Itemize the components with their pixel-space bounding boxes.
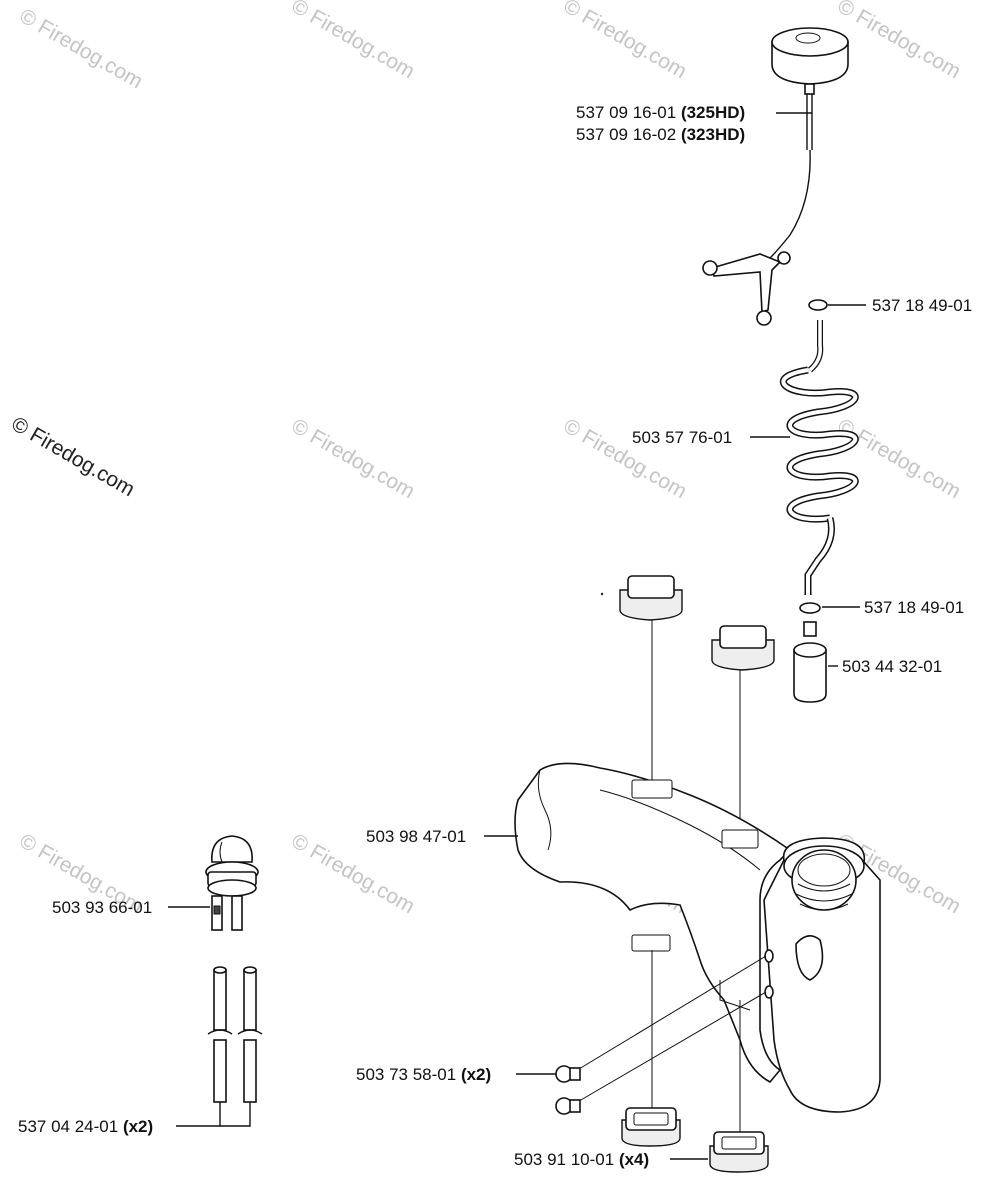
fuel-hose bbox=[779, 320, 859, 595]
damper-upper-left bbox=[619, 575, 683, 621]
fuel-cap bbox=[702, 27, 849, 326]
fuel-tank bbox=[514, 762, 881, 1113]
label-primer: 503 93 66-01 bbox=[52, 898, 152, 917]
fuel-pipes bbox=[207, 966, 263, 1127]
watermark: © Firedog.com bbox=[560, 0, 691, 83]
label-damper: 503 91 10-01 (x4) bbox=[514, 1150, 649, 1169]
fuel-filter bbox=[793, 621, 827, 703]
label-ring-top: 537 18 49-01 bbox=[872, 296, 972, 315]
label-filter: 503 44 32-01 bbox=[842, 657, 942, 676]
screws bbox=[555, 955, 767, 1115]
watermark: © Firedog.com bbox=[16, 4, 147, 93]
o-ring-bottom bbox=[799, 602, 821, 614]
watermark-main: © Firedog.com bbox=[8, 412, 139, 501]
watermark: © Firedog.com bbox=[288, 414, 419, 503]
watermarks: © Firedog.com © Firedog.com © Firedog.co… bbox=[8, 0, 965, 918]
damper-lower-left bbox=[621, 1107, 681, 1147]
damper-upper-right bbox=[711, 625, 775, 671]
dot bbox=[600, 592, 604, 596]
label-ring-bottom: 537 18 49-01 bbox=[864, 598, 964, 617]
o-ring-top bbox=[808, 299, 828, 311]
label-tank: 503 98 47-01 bbox=[366, 827, 466, 846]
primer-bulb bbox=[205, 835, 259, 931]
label-pipe: 537 04 24-01 (x2) bbox=[18, 1117, 153, 1136]
watermark: © Firedog.com bbox=[834, 414, 965, 503]
damper-lower-right bbox=[709, 1131, 769, 1173]
label-hose: 503 57 76-01 bbox=[632, 428, 732, 447]
watermark: © Firedog.com bbox=[288, 0, 419, 83]
label-cap-a: 537 09 16-01 (325HD) bbox=[576, 103, 745, 122]
label-cap-b: 537 09 16-02 (323HD) bbox=[576, 125, 745, 144]
label-screw: 503 73 58-01 (x2) bbox=[356, 1065, 491, 1084]
watermark: © Firedog.com bbox=[834, 0, 965, 83]
